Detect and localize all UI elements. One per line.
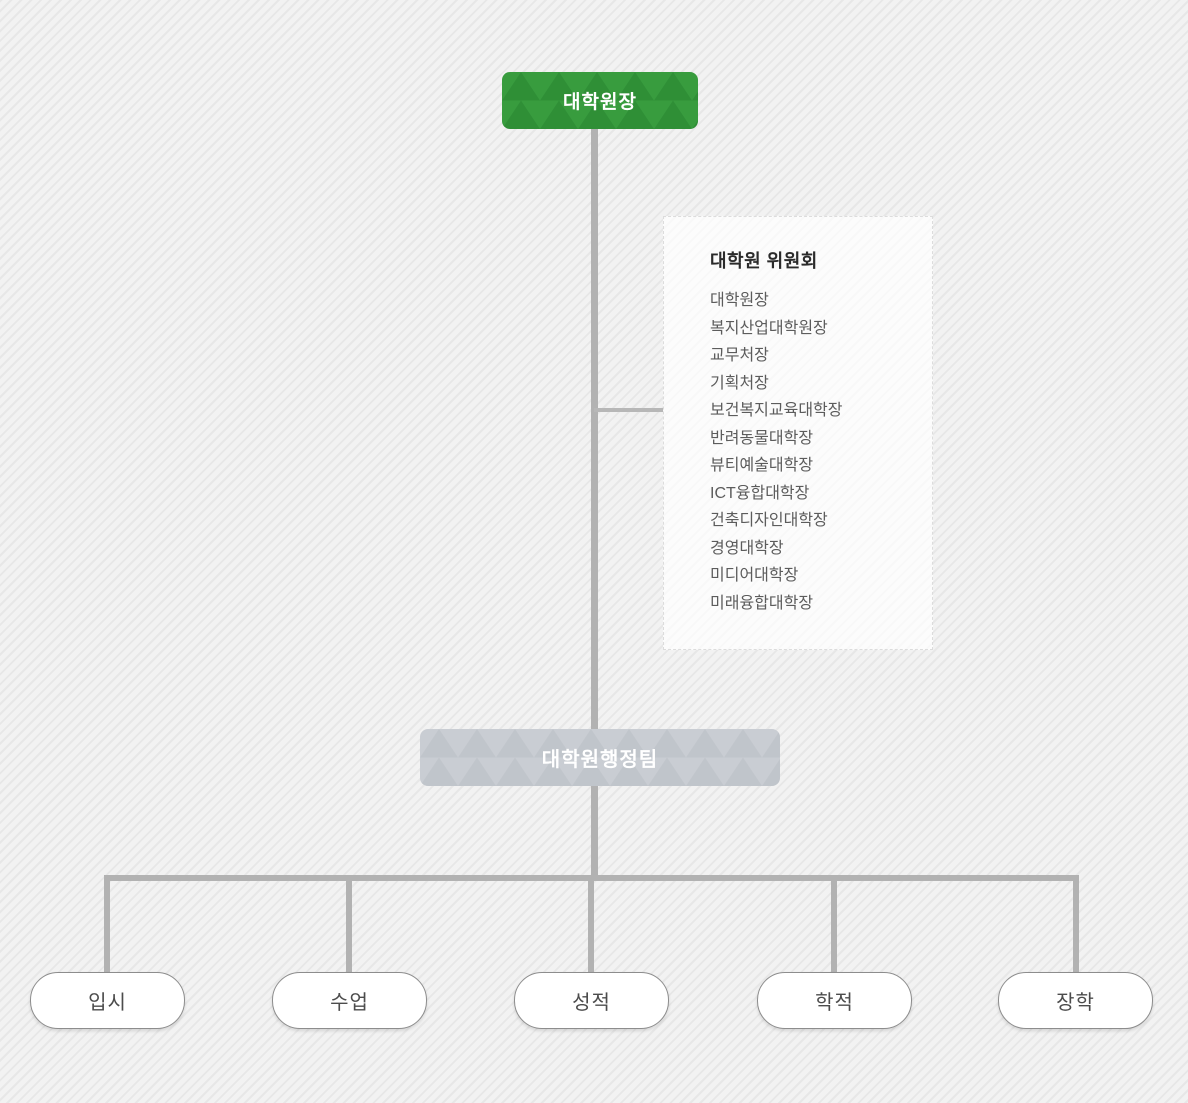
department-pill-ipsi: 입시 — [30, 972, 185, 1029]
committee-member-list: 대학원장 복지산업대학원장 교무처장 기획처장 보건복지교육대학장 반려동물대학… — [710, 287, 922, 617]
committee-member: 반려동물대학장 — [710, 429, 814, 447]
committee-member: 복지산업대학원장 — [710, 319, 828, 337]
committee-panel: 대학원 위원회 대학원장 복지산업대학원장 교무처장 기획처장 보건복지교육대학… — [663, 216, 933, 650]
admin-team-node: 대학원행정팀 — [420, 729, 780, 786]
connector-trunk-top — [591, 129, 598, 729]
root-node-label: 대학원장 — [563, 92, 637, 113]
connector-stub-seongjeok — [588, 875, 594, 972]
committee-member: 뷰티예술대학장 — [710, 457, 814, 474]
connector-stub-sueop — [346, 875, 352, 972]
admin-team-label: 대학원행정팀 — [541, 749, 659, 771]
committee-member: 경영대학장 — [710, 539, 784, 557]
root-node-dean: 대학원장 — [502, 72, 698, 129]
connector-stub-hakjeok — [831, 875, 837, 972]
connector-trunk-bottom — [591, 786, 598, 875]
committee-member: 미래융합대학장 — [710, 594, 814, 612]
committee-member: 기획처장 — [710, 374, 769, 392]
department-pill-seongjeok: 성적 — [514, 972, 669, 1029]
connector-committee-branch — [594, 408, 663, 412]
committee-member: 건축디자인대학장 — [710, 512, 828, 529]
committee-member: 미디어대학장 — [710, 567, 799, 584]
triangle-pattern-gray — [420, 729, 780, 786]
committee-member: 보건복지교육대학장 — [710, 402, 843, 419]
committee-member: ICT융합대학장 — [710, 484, 810, 502]
department-pill-janghak: 장학 — [998, 972, 1153, 1029]
department-pill-hakjeok: 학적 — [757, 972, 912, 1029]
committee-title: 대학원 위원회 — [710, 251, 818, 271]
department-pill-sueop: 수업 — [272, 972, 427, 1029]
connector-stub-janghak — [1073, 875, 1079, 972]
triangle-pattern-green — [502, 72, 698, 129]
committee-member: 교무처장 — [710, 347, 769, 364]
connector-stub-ipsi — [104, 875, 110, 972]
committee-member: 대학원장 — [710, 292, 769, 309]
